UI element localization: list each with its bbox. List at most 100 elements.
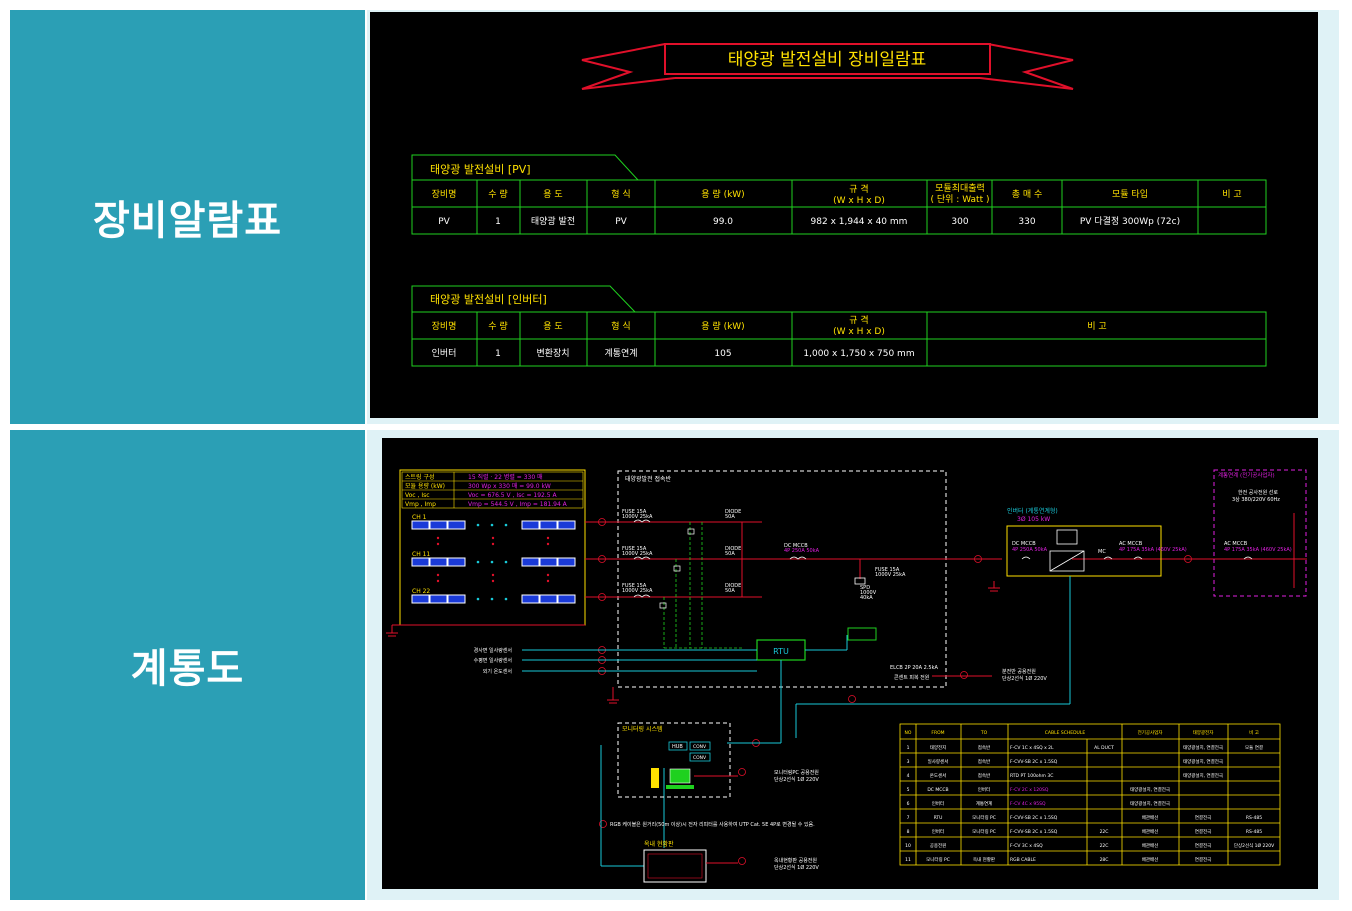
fuse-label-3: FUSE 15A [622, 583, 647, 589]
ground-symbols [386, 587, 1000, 704]
pv-header-module-type: 모듈 타입 [1112, 188, 1148, 200]
fuse-symbols [633, 519, 866, 598]
hub-box [668, 741, 688, 751]
pv-config-label-3: Voc , Isc [405, 492, 430, 499]
cable-cell: 태양광설치, 연결전극 [1183, 772, 1223, 779]
cable-cell: 계통연계 [976, 800, 993, 807]
pv-header-spec: 규 격 [849, 183, 868, 195]
equipment-svg: 태양광 발전설비 장비일람표 태양광 발전설비 [PV] 장비명 수 량 용 도… [411, 43, 1267, 367]
display-power-1: 옥내현황판 공용전원 [774, 857, 817, 864]
conv-label-2: CONV [693, 755, 707, 761]
pv-config-value-4: Vmp = 544.5 V , Imp = 181.94 A [468, 501, 568, 508]
diode-label-2: DIODE [725, 546, 741, 552]
cable-cell: 배관배선 [1142, 856, 1159, 863]
cable-cell: 22C [1100, 829, 1109, 835]
pv-header-note: 비 고 [1222, 189, 1241, 200]
inv-header-name: 장비명 [432, 321, 457, 332]
pv-header-count: 총 매 수 [1012, 189, 1043, 200]
cable-cell: 태양광설치, 연결전극 [1130, 786, 1170, 793]
pv-config-value-2: 300 Wp x 330 매 = 99.0 kW [468, 482, 551, 490]
inverter-box-title: 인버터 (계통연계형) [1007, 507, 1058, 515]
cable-cell: RS-485 [1246, 815, 1262, 821]
cable-cell: 모듈 연결 [1245, 744, 1263, 751]
cable-header-no: NO [905, 730, 912, 736]
cable-cell: 5 [907, 787, 910, 793]
pv-config-value-3: Voc = 676.5 V , Isc = 192.5 A [468, 492, 557, 499]
pv-cell-use: 태양광 발전 [531, 215, 575, 227]
cable-cell: DC MCCB [927, 787, 948, 793]
elcb-power-label: 콘센트 피복 전원 [894, 674, 930, 681]
pv-header-max-output: 모듈최대출력 [935, 182, 985, 194]
equipment-list-drawing: 태양광 발전설비 장비일람표 태양광 발전설비 [PV] 장비명 수 량 용 도… [370, 12, 1318, 418]
cable-cell: 인버터 [932, 800, 944, 807]
cable-cell: RTD PT 100ohm 3C [1010, 773, 1053, 779]
spd-current: 40kA [860, 595, 873, 601]
pv-array-box [399, 469, 586, 626]
inverter-box-capacity: 3Ø 105 kW [1017, 516, 1050, 523]
monitoring-box [617, 722, 731, 798]
cable-cell: 3 [907, 759, 910, 765]
inv-header-capacity: 용 량 (kW) [701, 320, 744, 332]
rtu-label: RTU [773, 647, 789, 656]
inv-cell-capacity: 105 [714, 349, 731, 359]
cable-cell: 연결전극 [1195, 828, 1212, 835]
cable-cell: 태양전지 [930, 744, 947, 751]
equipment-title: 태양광 발전설비 장비일람표 [728, 50, 927, 70]
system-diagram-drawing: 스트링 구성 모듈 용량 (kW) Voc , Isc Vmp , Imp 15… [382, 438, 1318, 889]
inv-ac-mccb-label: AC MCCB [1119, 541, 1143, 547]
conv-label-1: CONV [693, 744, 707, 750]
cable-cell: 연결전극 [1195, 814, 1212, 821]
dc-mccb-rating: 4P 250A 50kA [784, 548, 820, 554]
sensor-label-2: 수평면 일사량센서 [474, 657, 512, 664]
dc-lines [391, 513, 1307, 700]
inv-cell-name: 인버터 [432, 348, 457, 359]
cable-cell: 배관배선 [1142, 842, 1159, 849]
pv-header-qty: 수 량 [488, 188, 507, 200]
fuse-rating-1: 1000V 25kA [622, 514, 653, 520]
pv-cell-spec: 982 x 1,944 x 40 mm [811, 217, 908, 227]
inv-ac-mccb-rating: 4P 175A 35kA (460V 25kA) [1119, 547, 1187, 553]
cable-header-to: TO [980, 730, 988, 736]
dc-mccb-label: DC MCCB [784, 543, 808, 549]
monitor-power-1: 모니터링PC 공용전원 [774, 769, 819, 776]
cable-cell: F-CVV-SB 2C x 1.5SQ [1010, 815, 1058, 821]
cable-cell: 11 [905, 857, 911, 863]
title-ribbon [581, 43, 1074, 90]
fuse-label-1: FUSE 15A [622, 509, 647, 515]
inv-cell-use: 변환장치 [536, 347, 569, 359]
monitor-power-2: 단상2선식 1Ø 220V [774, 776, 819, 783]
cable-table-grid [899, 723, 1281, 866]
pv-cell-name: PV [438, 217, 450, 227]
monitoring-box-label: 모니터링 시스템 [622, 725, 663, 733]
cable-cell: F-CV 2C x 120SQ [1010, 787, 1049, 793]
grid-box [1213, 469, 1307, 597]
cable-cell: 인버터 [932, 828, 944, 835]
spd-fuse-label: FUSE 15A [875, 567, 900, 573]
pv-config-label-1: 스트링 구성 [405, 473, 435, 481]
diode-label-3: DIODE [725, 583, 741, 589]
display-power-2: 단상2선식 1Ø 220V [774, 864, 819, 871]
inv-header-note: 비 고 [1087, 321, 1106, 332]
pv-header-type: 형 식 [611, 189, 630, 200]
ground-wires [663, 522, 742, 649]
cable-cell: 태양광설치, 연결전극 [1183, 758, 1223, 765]
fuse-rating-2: 1000V 25kA [622, 551, 653, 557]
pv-modules [411, 520, 576, 604]
cable-cell: RS-485 [1246, 829, 1262, 835]
fuse-rating-3: 1000V 25kA [622, 588, 653, 594]
cable-header-solar: 태양광전자 [1193, 729, 1215, 736]
inv-mc-label: MC [1098, 549, 1106, 555]
fuse-label-2: FUSE 15A [622, 546, 647, 552]
cable-cell: 6 [907, 801, 910, 807]
cable-cell: 모니터링 PC [926, 856, 950, 863]
rgb-note: RGB 케이블은 원거리(50m 이상)시 전자 리피터를 사용하여 UTP C… [610, 821, 815, 828]
inverter-box [1006, 525, 1162, 577]
display-box-label: 옥내 현황판 [644, 840, 674, 848]
cable-cell: 10 [905, 843, 911, 849]
cable-cell: 8 [907, 829, 910, 835]
sensor-label-1: 경사면 일사량센서 [474, 647, 512, 654]
system-diagram-label: 계통도 [10, 430, 365, 900]
cable-cell: 단상2선식 1Ø 220V [1234, 842, 1275, 849]
cable-cell: 태양광설치, 연결전극 [1183, 744, 1223, 751]
cable-cell: 배관배선 [1142, 828, 1159, 835]
